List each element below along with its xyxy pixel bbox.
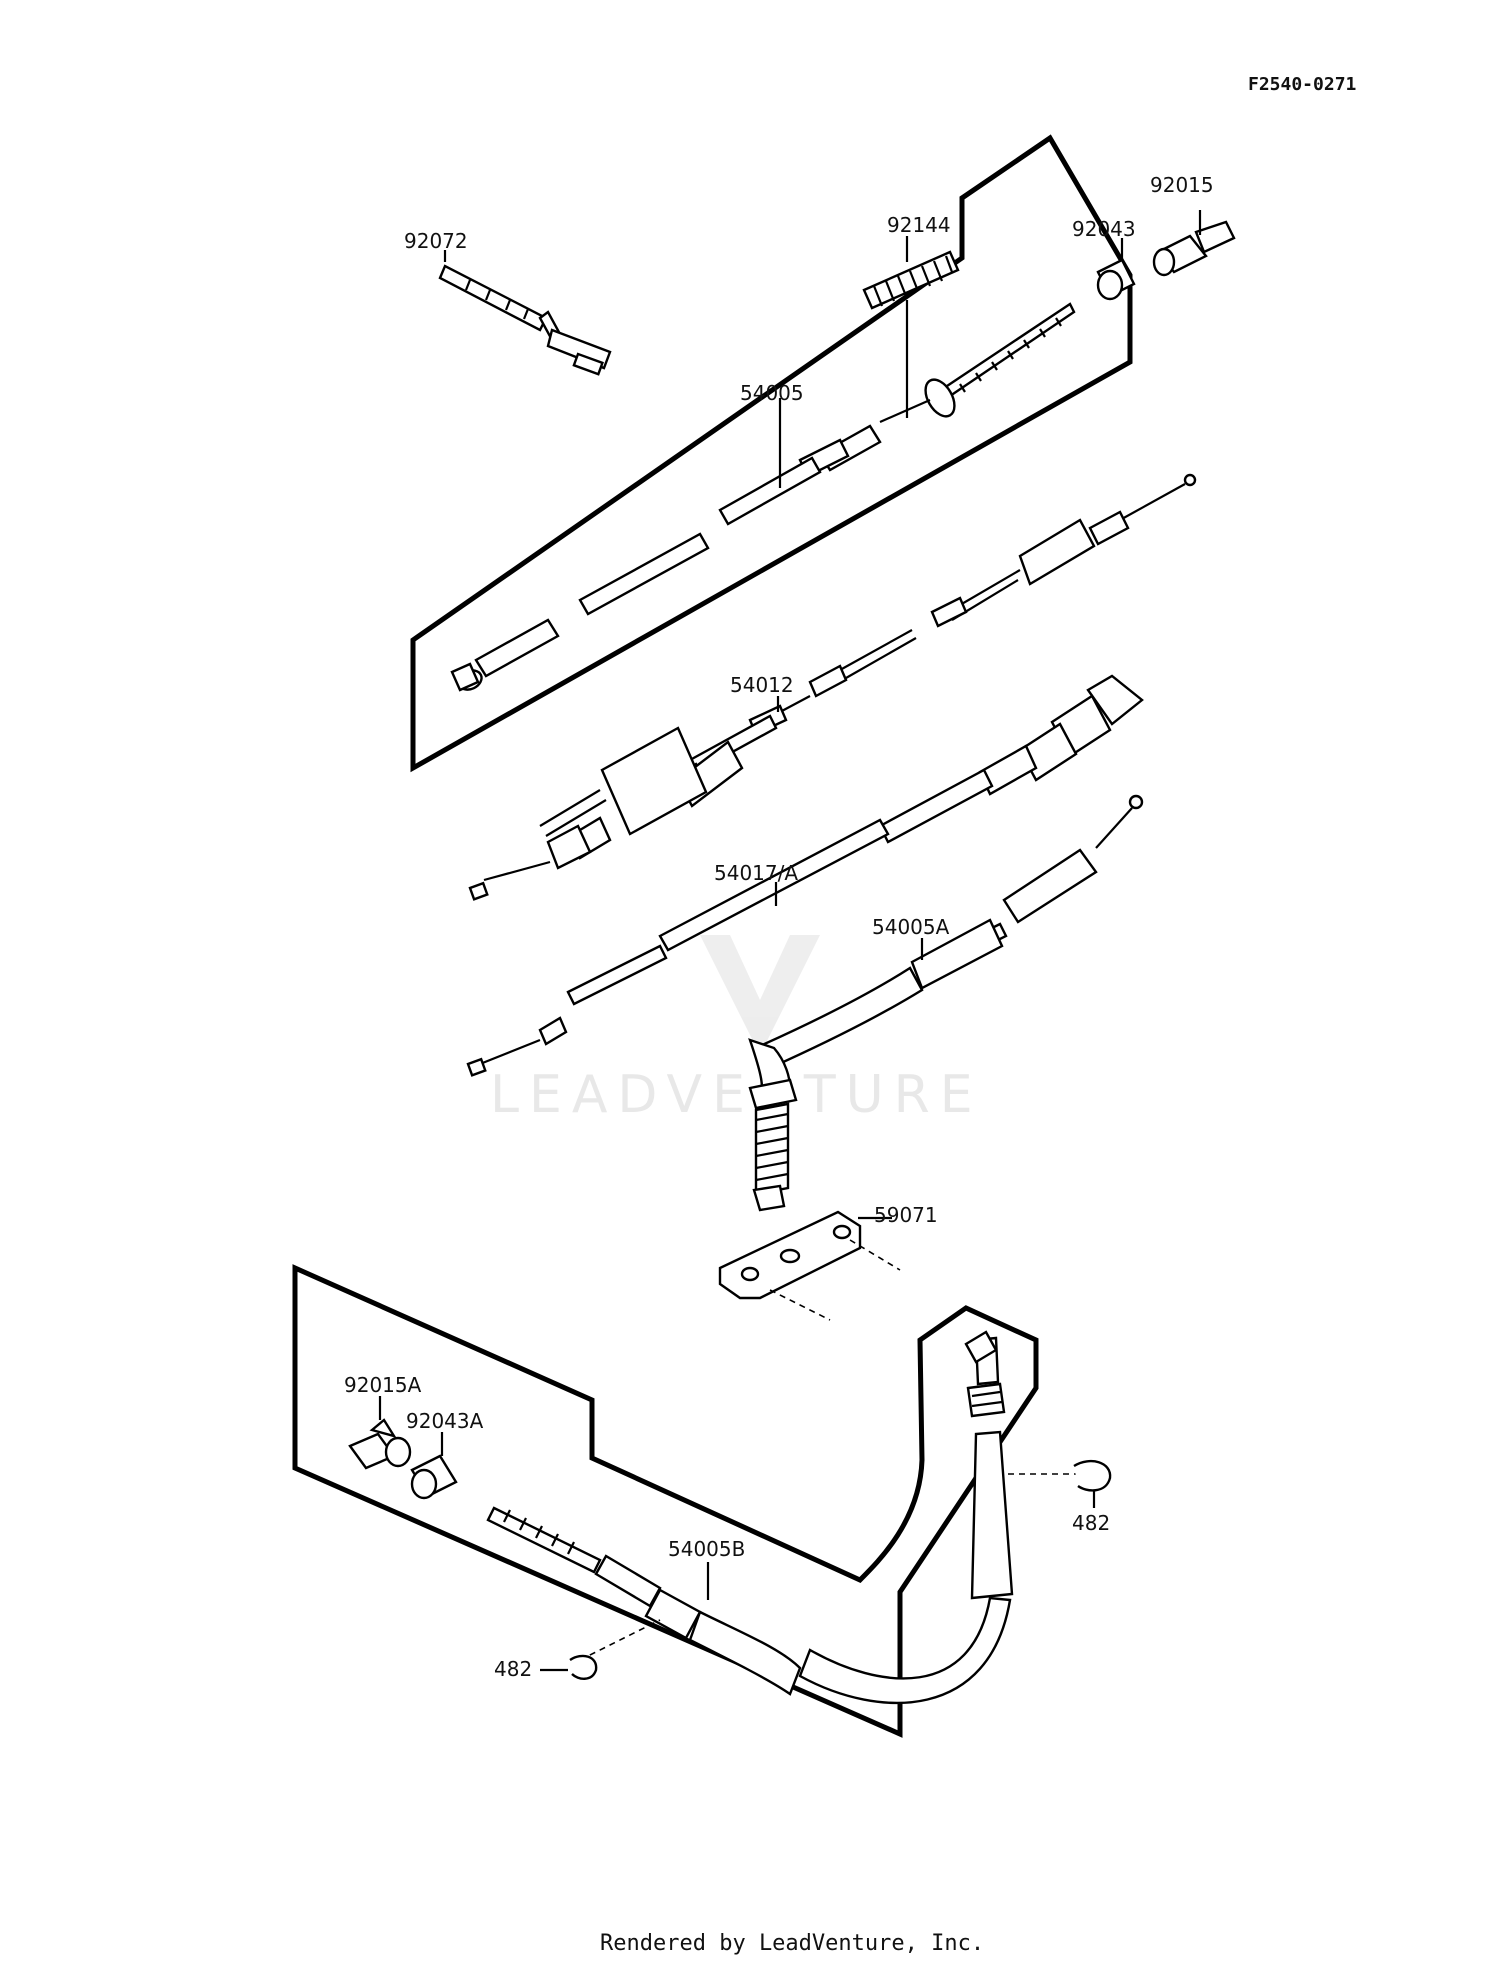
cable-54005A <box>748 794 1144 1212</box>
spring-92144 <box>862 236 960 418</box>
footer-text: Rendered by LeadVenture, Inc. <box>600 1931 984 1956</box>
nut-92043A <box>410 1432 458 1500</box>
adjuster-92015 <box>1152 210 1236 277</box>
cable-54017A <box>466 674 1144 1077</box>
label-92015: 92015 <box>1150 173 1214 197</box>
upper-group-panel <box>410 134 1133 773</box>
label-54005A: 54005A <box>872 915 950 939</box>
watermark: LEADVENTURE <box>490 935 983 1125</box>
plate-59071 <box>718 1210 901 1321</box>
label-92015A: 92015A <box>344 1373 422 1397</box>
label-482-right: 482 <box>1072 1511 1110 1535</box>
cable-54012 <box>468 473 1197 901</box>
clip-482-right <box>1073 1459 1112 1508</box>
label-92043A: 92043A <box>406 1409 484 1433</box>
cable-54005B <box>486 1330 1090 1705</box>
label-92144: 92144 <box>887 213 951 237</box>
label-92072: 92072 <box>404 229 468 253</box>
label-92043: 92043 <box>1072 217 1136 241</box>
label-482-left: 482 <box>494 1657 532 1681</box>
label-54005: 54005 <box>740 381 804 405</box>
cable-tie-92072 <box>438 250 612 376</box>
label-59071: 59071 <box>874 1203 938 1227</box>
clip-482-left <box>540 1654 598 1680</box>
nut-92043 <box>1096 238 1136 301</box>
cable-54005 <box>450 302 1076 692</box>
lower-group-panel <box>292 1264 1039 1738</box>
label-54017A: 54017/A <box>714 861 798 885</box>
label-54012: 54012 <box>730 673 794 697</box>
diagram-code: F2540-0271 <box>1248 74 1356 95</box>
label-54005B: 54005B <box>668 1537 745 1561</box>
watermark-text: LEADVENTURE <box>490 1065 983 1125</box>
adjuster-92015A <box>348 1396 412 1470</box>
